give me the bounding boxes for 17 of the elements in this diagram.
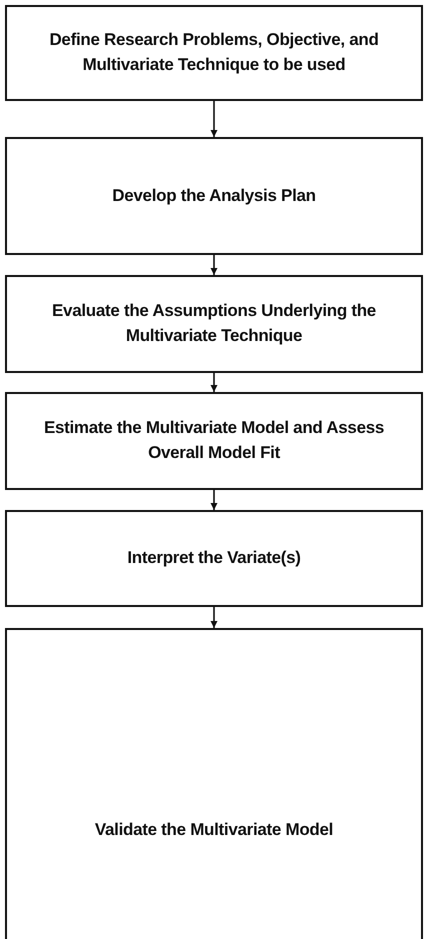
process-box [5,275,423,373]
process-box [5,510,423,607]
step-label: Develop the Analysis Plan [111,184,317,207]
step-label: Validate the Multivariate Model [94,819,334,841]
step-label: Estimate the Multivariate Model and Assess Overall Model Fit [42,417,386,464]
arrow [210,607,218,628]
process-box [5,5,423,101]
process-box [5,628,423,939]
step-label: Define Research Problems, Objective, and Multivariate Technique to be used [48,29,380,76]
process-box [5,392,423,490]
arrow [210,373,218,392]
step-label: Interpret the Variate(s) [126,547,302,570]
arrow [210,255,218,275]
process-box [5,137,423,255]
arrow [210,490,218,510]
step-label: Evaluate the Assumptions Underlying the Multivariate Technique [51,300,377,347]
arrow [210,101,218,137]
